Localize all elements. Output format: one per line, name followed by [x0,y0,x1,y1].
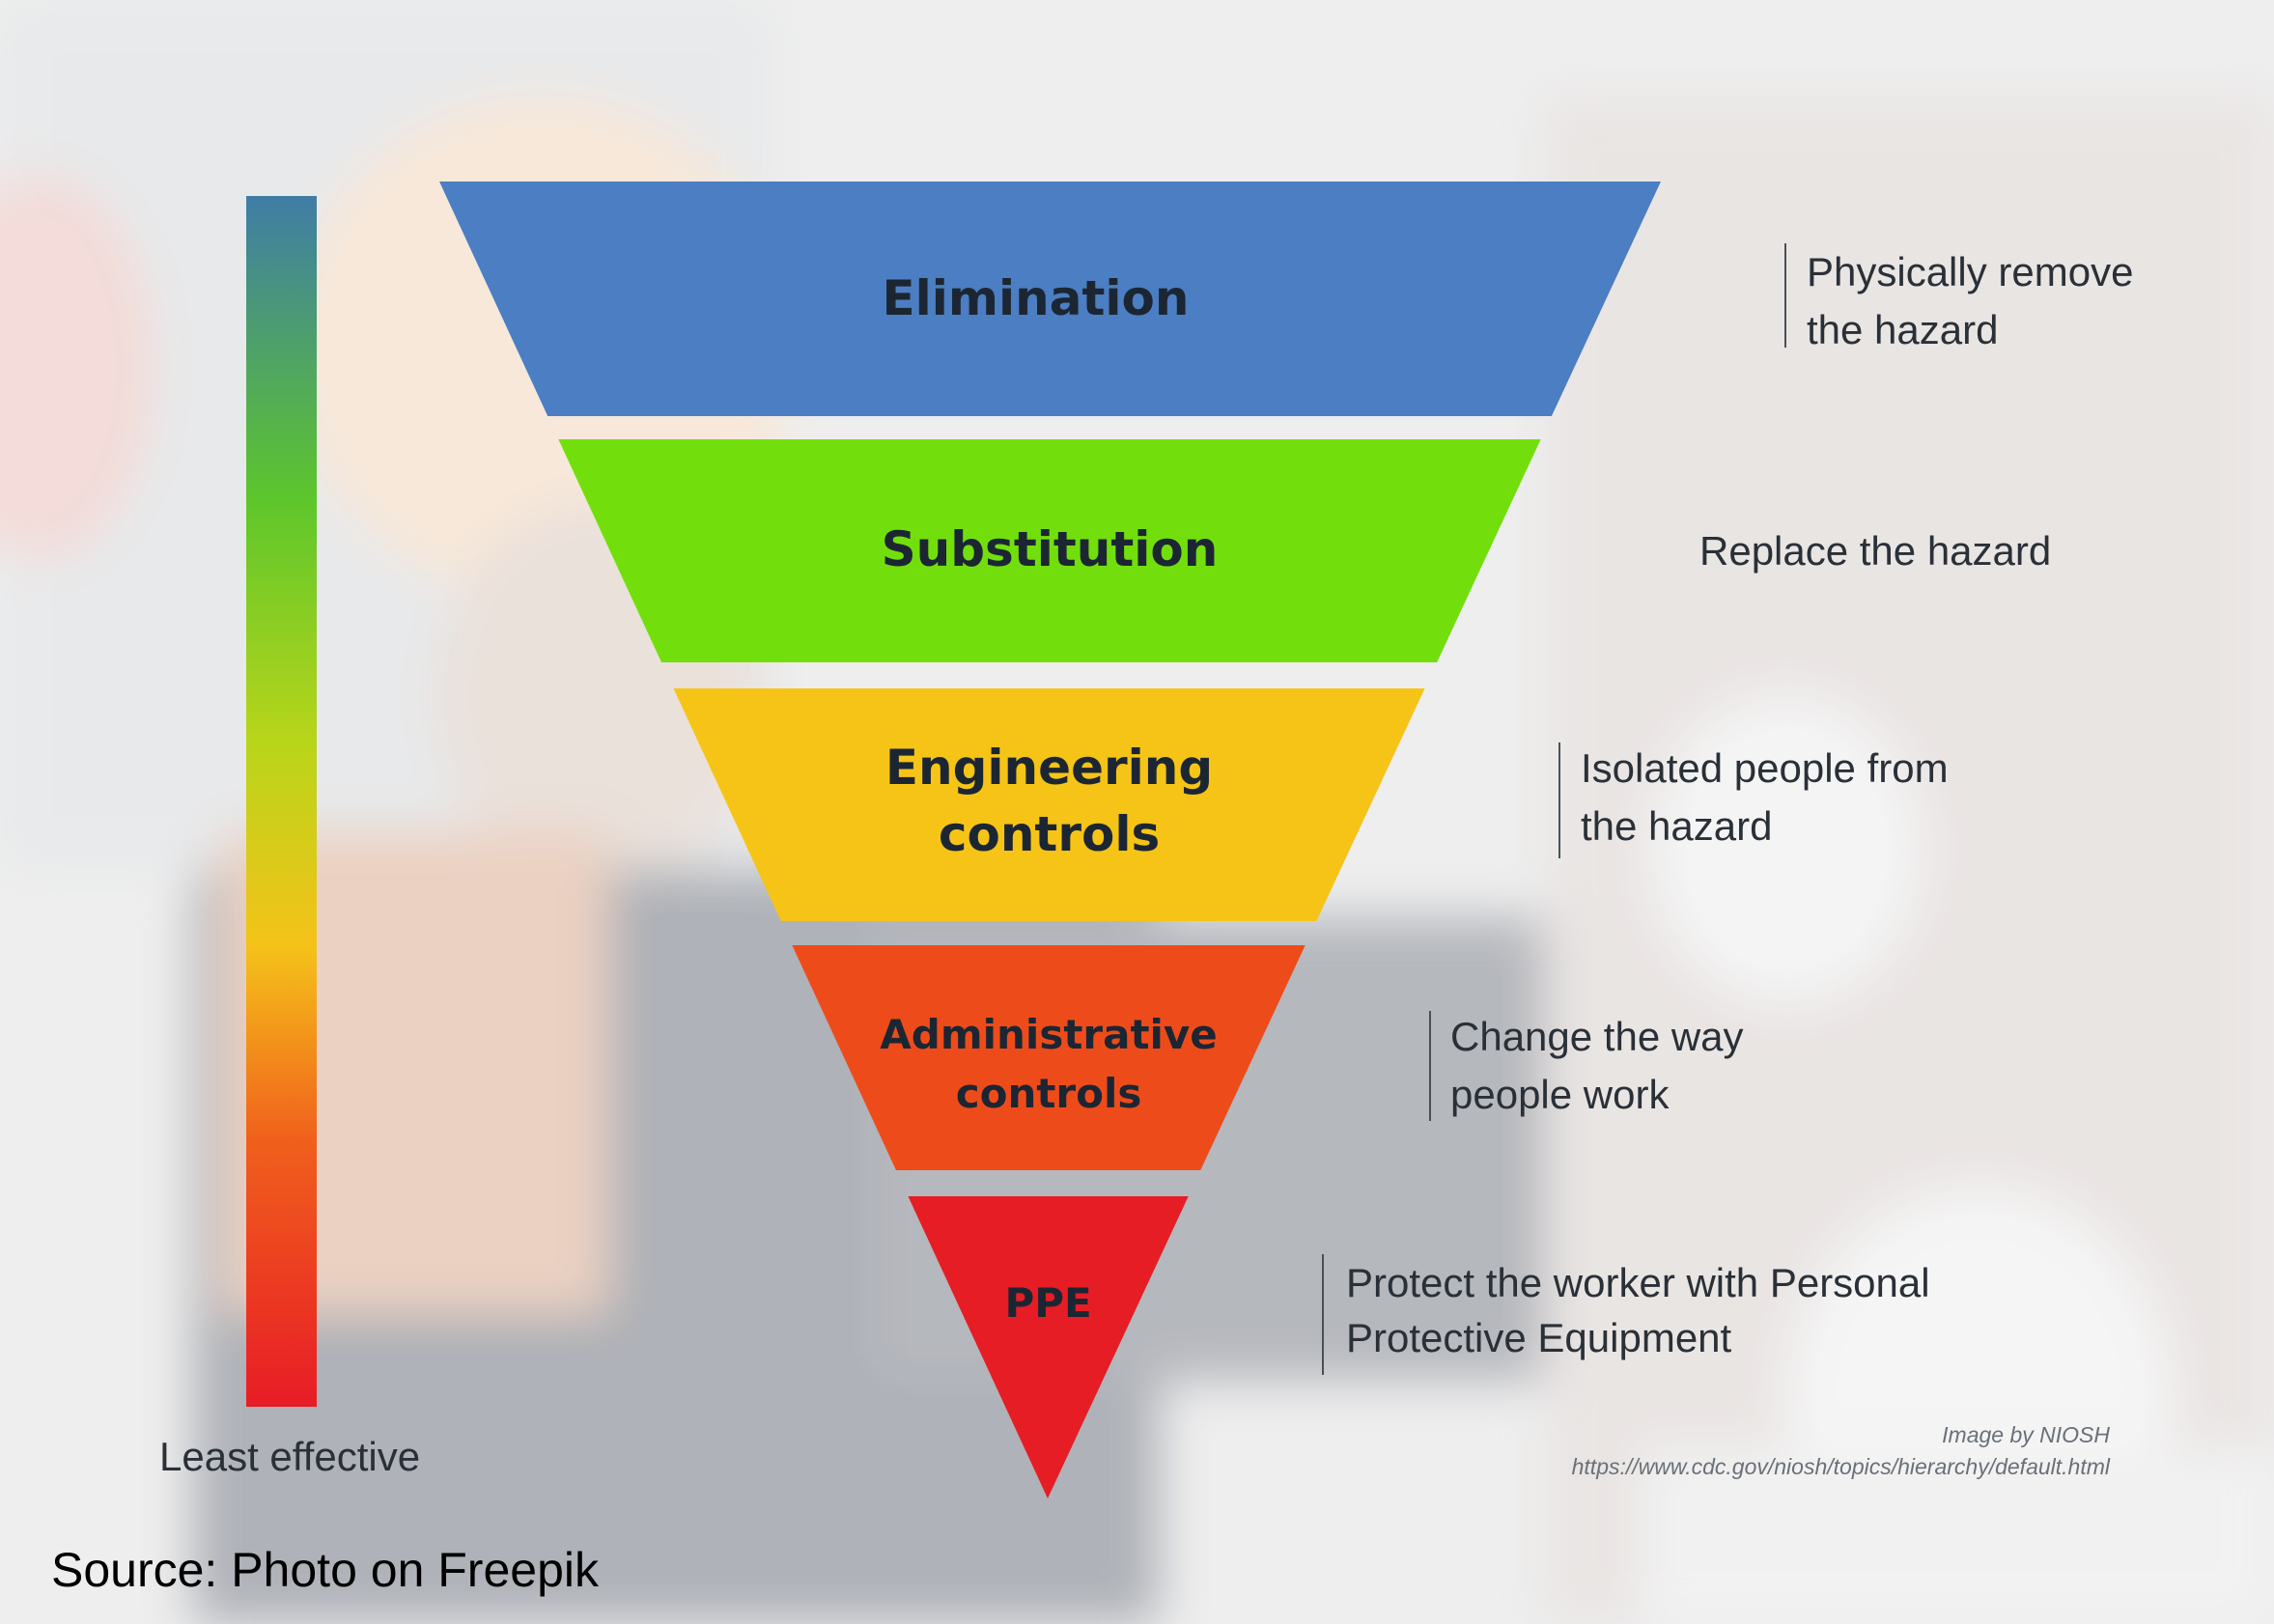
band-engineering-controls: Engineering controls [673,688,1425,921]
effectiveness-scale-bar [246,196,317,1407]
band-shape [673,688,1425,921]
description-text: Protective Equipment [1346,1315,1732,1360]
description-text: Replace the hazard [1699,528,2051,574]
description-text: the hazard [1581,803,1772,849]
band-label: Engineering [885,740,1213,796]
niosh-url: https://www.cdc.gov/niosh/topics/hierarc… [1572,1454,2111,1479]
description-text: Change the way [1450,1014,1744,1059]
description-text: people work [1450,1072,1670,1117]
band-shape [439,182,1661,416]
band-label: controls [939,806,1160,862]
least-effective-label: Least effective [159,1434,420,1479]
band-label: Administrative [880,1011,1218,1058]
band-shape [558,439,1541,662]
description-text: Protect the worker with Personal [1346,1260,1930,1305]
description-text: Isolated people from [1581,745,1949,791]
band-elimination: Elimination [439,182,1661,416]
niosh-credit: Image by NIOSH [1942,1422,2110,1447]
band-label: PPE [1004,1279,1091,1327]
band-label: controls [956,1070,1142,1117]
band-label: Elimination [883,270,1190,326]
description-text: the hazard [1807,307,1998,352]
band-label: Substitution [882,521,1219,577]
band-shape [908,1196,1189,1498]
description-text: Physically remove [1807,249,2133,294]
source-caption: Source: Photo on Freepik [51,1543,600,1597]
band-ppe: PPE [908,1196,1189,1498]
band-shape [792,945,1305,1170]
band-administrative-controls: Administrative controls [792,945,1305,1170]
band-substitution: Substitution [558,439,1541,662]
